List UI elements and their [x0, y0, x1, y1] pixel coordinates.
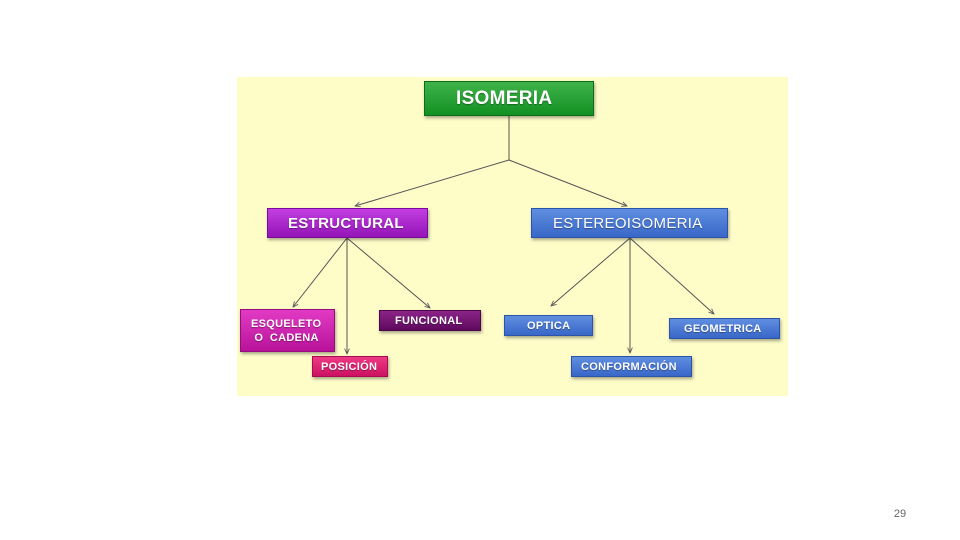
- node-isomeria: ISOMERIA: [424, 81, 594, 116]
- node-esqueleto-cadena: ESQUELETO O CADENA: [240, 309, 335, 352]
- node-geometrica: GEOMETRICA: [669, 318, 780, 339]
- connector-root-estructural: [355, 159, 510, 206]
- node-conformacion: CONFORMACIÓN: [571, 356, 692, 377]
- connector-root-estereo: [508, 159, 627, 206]
- node-funcional: FUNCIONAL: [379, 310, 481, 331]
- node-estructural: ESTRUCTURAL: [267, 208, 428, 238]
- node-posicion: POSICIÓN: [312, 356, 388, 377]
- page-number: 29: [893, 508, 907, 520]
- esqueleto-line2: O CADENA: [251, 331, 319, 344]
- connector-estructural-esqueleto: [293, 237, 348, 307]
- connector-estereo-geometrica: [629, 237, 714, 314]
- esqueleto-line1: ESQUELETO: [251, 317, 322, 330]
- connector-estereo-optica: [551, 237, 631, 306]
- connector-estructural-funcional: [346, 237, 430, 308]
- node-estereoisomeria: ESTEREOISOMERIA: [531, 208, 728, 238]
- node-optica: OPTICA: [504, 315, 593, 336]
